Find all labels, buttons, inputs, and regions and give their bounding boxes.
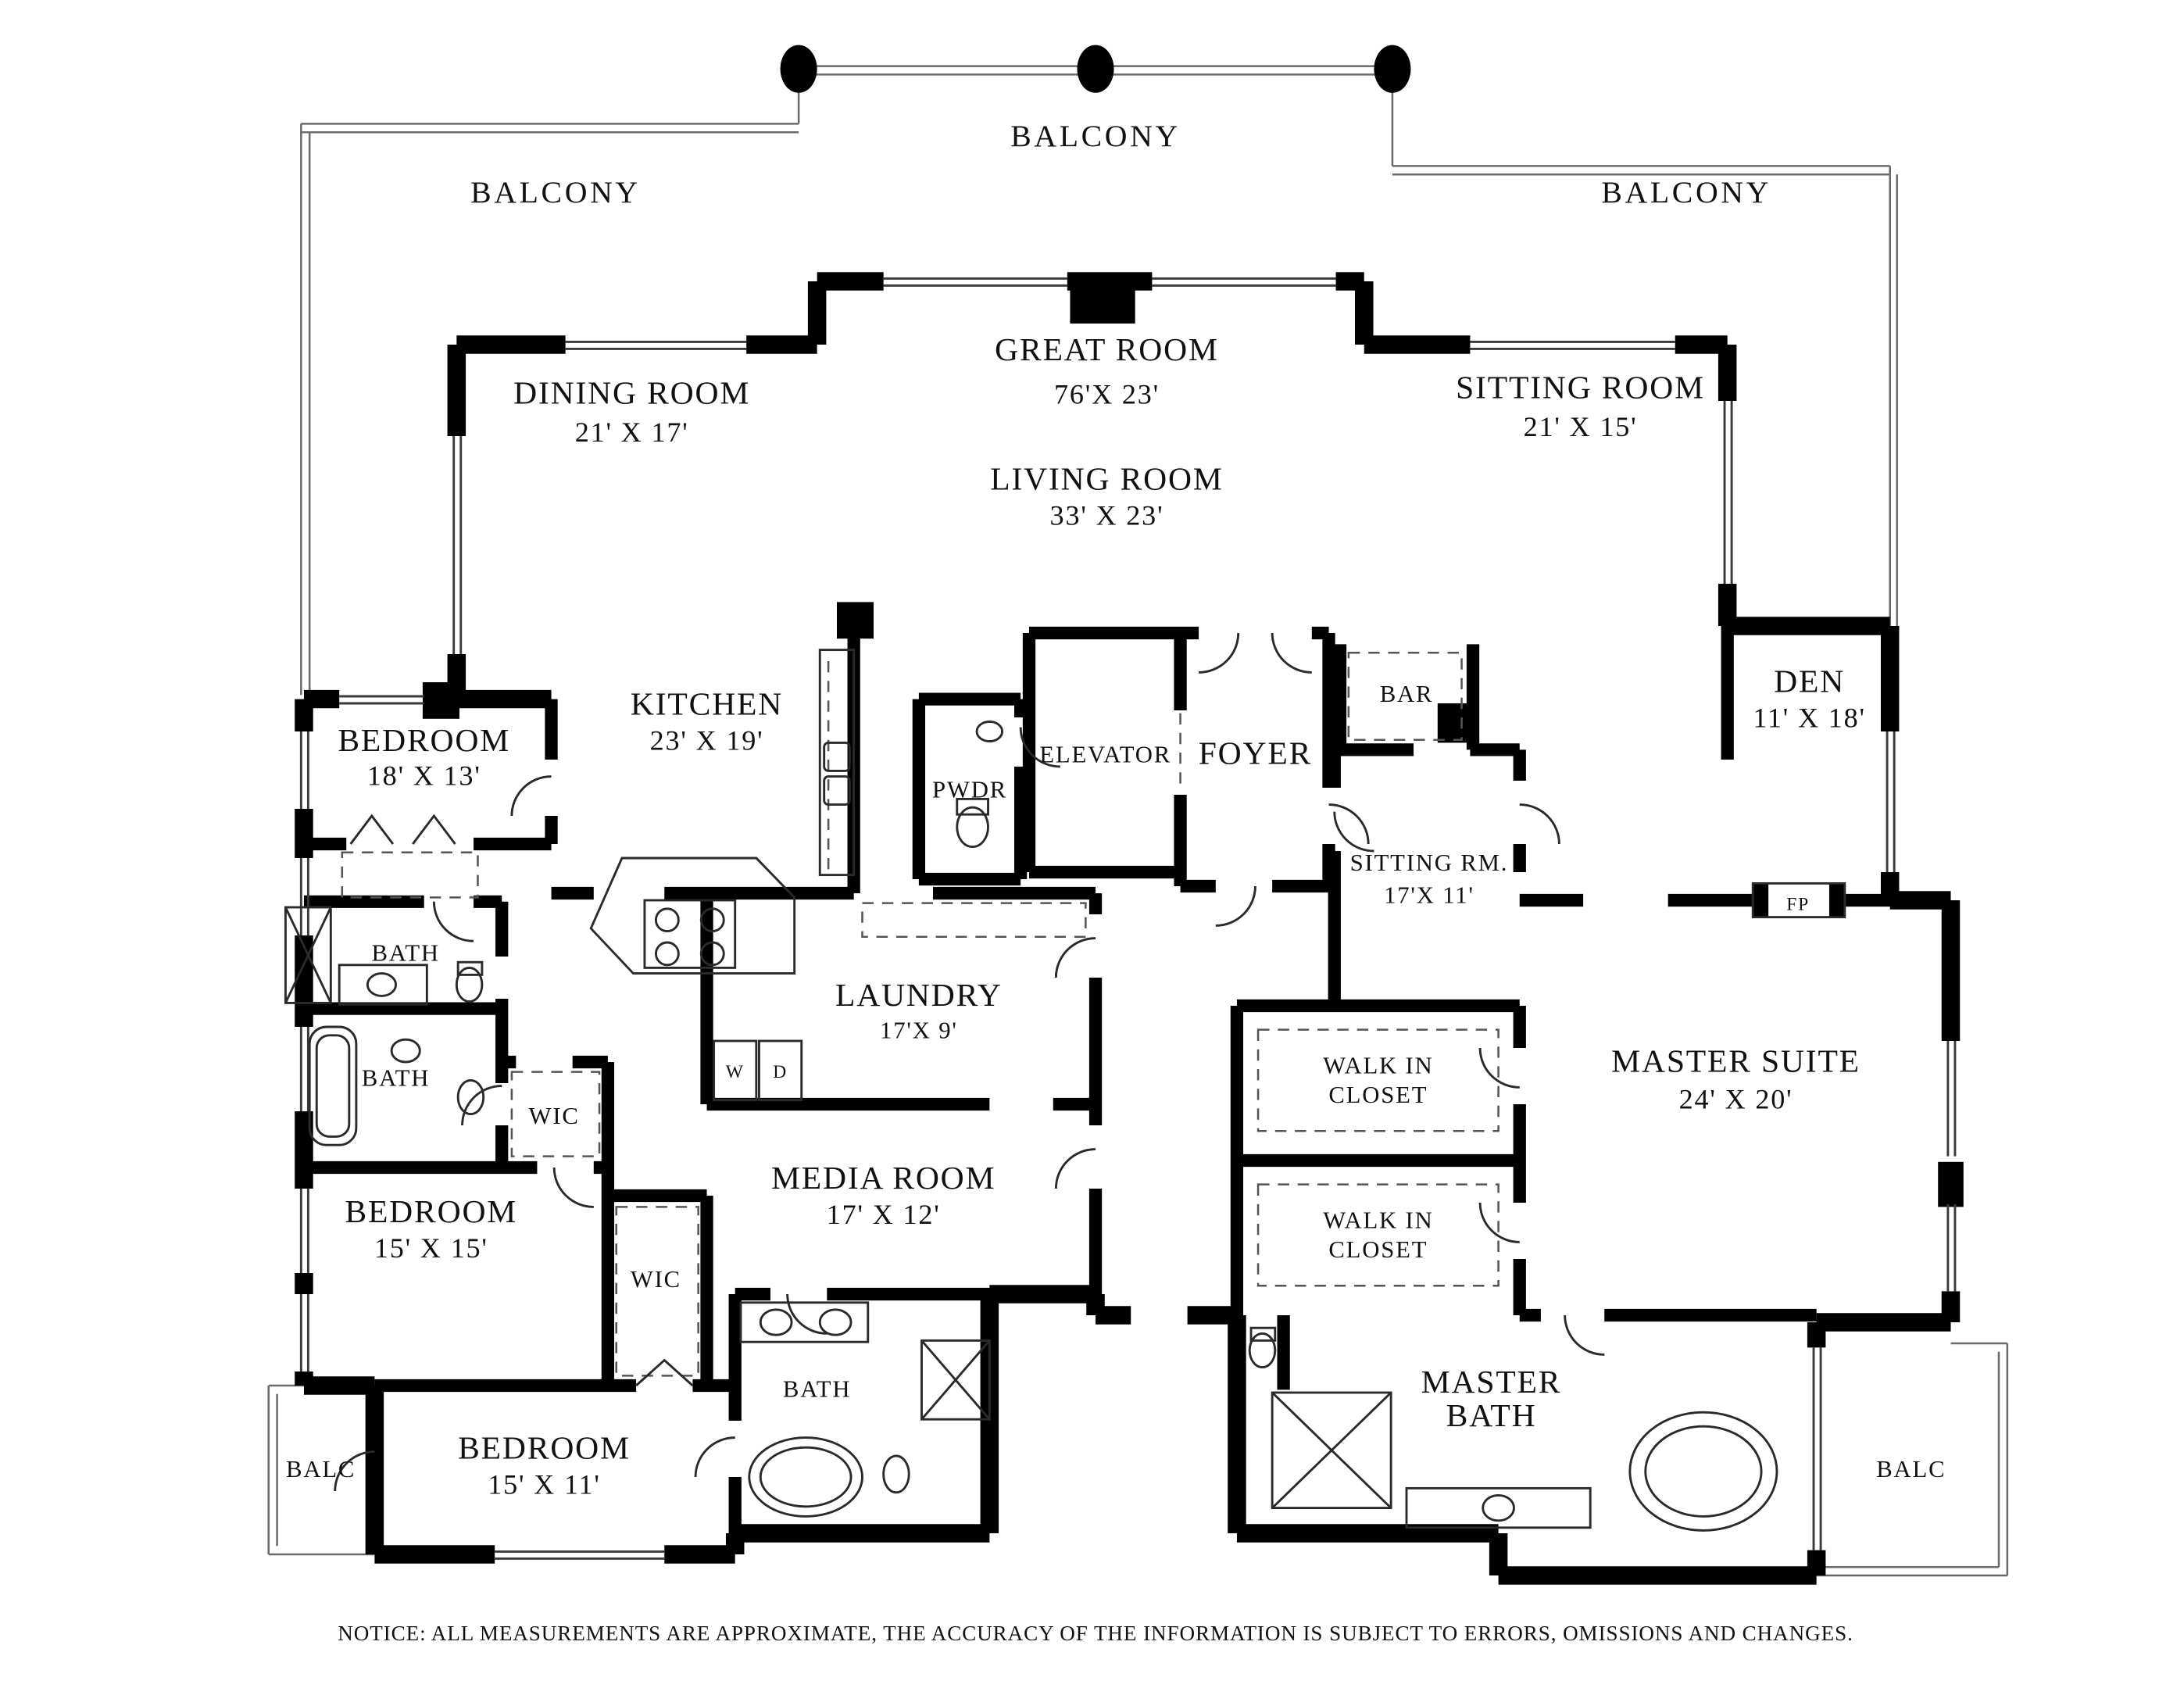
bedroom-15x15-label: BEDROOM [345, 1193, 517, 1229]
pwdr-label: PWDR [932, 777, 1007, 803]
bath-upper-label: BATH [371, 939, 440, 966]
bath-lower-label: BATH [362, 1065, 431, 1092]
tub-master [1628, 1411, 1778, 1532]
door-arcs [334, 632, 1605, 1492]
bedroom-15x11-label: BEDROOM [458, 1430, 631, 1466]
bar-label: BAR [1380, 681, 1434, 707]
exterior-walls [295, 272, 1961, 1585]
windows [299, 277, 1957, 1560]
foyer-label: FOYER [1199, 735, 1312, 771]
kitchen-island [589, 857, 796, 975]
master-bath-line2: BATH [1446, 1397, 1537, 1433]
fireplace-box [1751, 882, 1846, 919]
balcony-railings [267, 65, 2009, 1577]
den-dims: 11' X 18' [1753, 703, 1866, 734]
sitting-room-label: SITTING ROOM [1456, 369, 1705, 405]
dining-room-label: DINING ROOM [513, 375, 750, 411]
shower-center [920, 1339, 991, 1421]
master-suite-dims: 24' X 20' [1679, 1083, 1793, 1114]
tub-center [748, 1436, 863, 1518]
living-room-label: LIVING ROOM [990, 460, 1223, 496]
master-suite-label: MASTER SUITE [1611, 1043, 1861, 1079]
balcony-left-label: BALCONY [470, 175, 641, 209]
dining-room-dims: 21' X 17' [575, 417, 689, 448]
kitchen-label: KITCHEN [631, 685, 783, 721]
bedroom-18x13-label: BEDROOM [338, 722, 510, 758]
closet-dashes [341, 651, 1499, 1377]
bedroom-15x11-dims: 15' X 11' [488, 1469, 601, 1500]
notice-text: NOTICE: ALL MEASUREMENTS ARE APPROXIMATE… [338, 1622, 1853, 1645]
walk-in-closet-1-line1: WALK IN [1323, 1052, 1434, 1078]
media-room-dims: 17' X 12' [827, 1199, 941, 1230]
sitting-rm-dims: 17'X 11' [1384, 882, 1474, 909]
bath-center-label: BATH [783, 1375, 852, 1402]
media-room-label: MEDIA ROOM [771, 1160, 995, 1196]
tub-lower-bath [308, 1025, 358, 1146]
bedroom-18x13-dims: 18' X 13' [367, 760, 481, 791]
dryer-label: D [773, 1062, 788, 1082]
labels: BALCONY BALCONY BALCONY GREAT ROOM 76'X … [286, 119, 1946, 1645]
laundry-dims: 17'X 9' [880, 1017, 958, 1043]
balcony-center-label: BALCONY [1010, 119, 1181, 153]
bedroom-15x15-dims: 15' X 15' [374, 1232, 488, 1264]
dryer-box [758, 1039, 803, 1102]
elevator-label: ELEVATOR [1039, 742, 1171, 768]
shower-upper [284, 906, 332, 1004]
wic-upper-label: WIC [529, 1103, 580, 1129]
fixtures [284, 649, 1846, 1532]
washer-label: W [726, 1062, 745, 1082]
pwdr-toilet [956, 806, 989, 849]
sitting-rm-label: SITTING RM. [1350, 849, 1509, 876]
sitting-room-dims: 21' X 15' [1524, 411, 1638, 442]
laundry-label: LAUNDRY [835, 977, 1003, 1013]
fireplace-label: FP [1786, 895, 1810, 915]
wic-lower-label: WIC [631, 1266, 681, 1293]
den-label: DEN [1774, 663, 1845, 699]
shower-master [1271, 1391, 1392, 1510]
walk-in-closet-2-line2: CLOSET [1328, 1236, 1428, 1263]
master-bath-line1: MASTER [1421, 1364, 1562, 1400]
great-room-dims: 76'X 23' [1054, 379, 1160, 410]
balcony-right-label: BALCONY [1601, 175, 1771, 209]
walk-in-closet-1-line2: CLOSET [1328, 1082, 1428, 1108]
kitchen-dims: 23' X 19' [650, 724, 764, 756]
walk-in-closet-2-line1: WALK IN [1323, 1207, 1434, 1233]
balc-left-label: BALC [286, 1456, 356, 1482]
living-room-dims: 33' X 23' [1050, 499, 1164, 531]
balc-right-label: BALC [1876, 1456, 1946, 1482]
great-room-label: GREAT ROOM [995, 331, 1219, 367]
washer-box [713, 1039, 758, 1102]
